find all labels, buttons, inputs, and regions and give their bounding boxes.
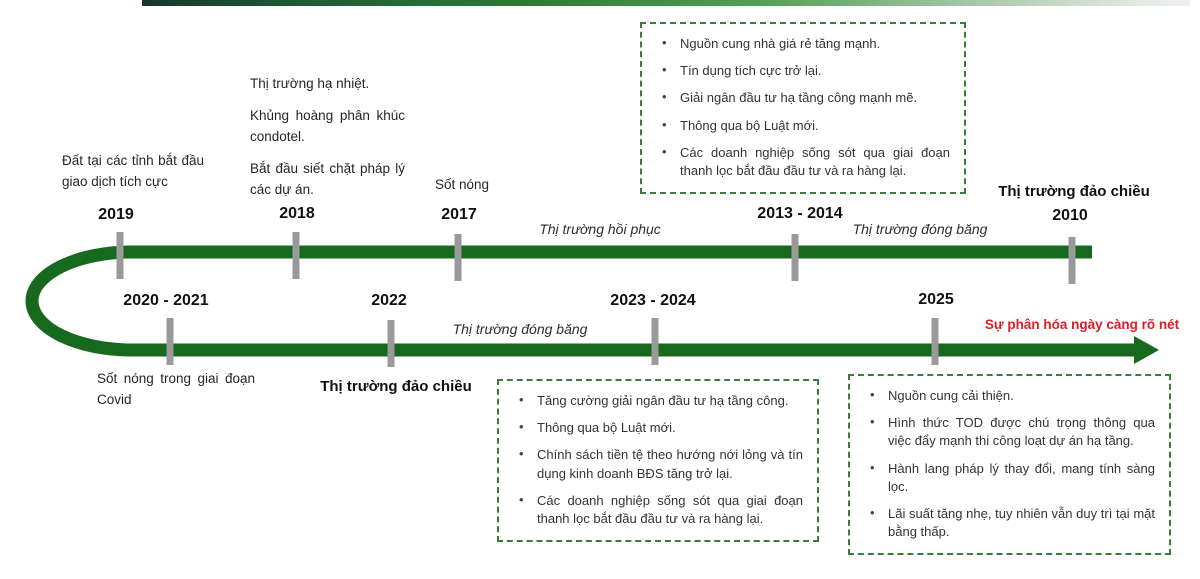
year-label-2022: 2022 <box>371 292 407 309</box>
note-2018-line1: Thị trường hạ nhiệt. <box>250 76 370 91</box>
year-label-2013-2014: 2013 - 2014 <box>757 205 843 222</box>
bullet-list-2013-2014: Nguồn cung nhà giá rẻ tăng mạnh. Tín dụn… <box>656 34 950 180</box>
list-item: Hành lang pháp lý thay đổi, mang tính sà… <box>864 459 1155 496</box>
tick-2025 <box>931 318 939 365</box>
timeline-path <box>25 245 1138 357</box>
list-item: Tăng cường giải ngân đầu tư hạ tầng công… <box>513 391 803 410</box>
year-label-2017: 2017 <box>441 206 477 223</box>
phase-label-frozen-top: Thị trường đóng băng <box>852 221 988 237</box>
year-label-2023-2024: 2023 - 2024 <box>610 292 696 309</box>
note-2010-reversal: Thị trường đảo chiều <box>998 183 1150 200</box>
list-item: Chính sách tiền tệ theo hướng nới lỏng v… <box>513 445 803 482</box>
bullet-list-2025: Nguồn cung cải thiện. Hình thức TOD được… <box>864 386 1155 541</box>
list-item: Các doanh nghiệp sống sót qua giai đoạn … <box>513 491 803 528</box>
tick-2018 <box>292 232 300 279</box>
tick-2022 <box>387 320 395 367</box>
year-label-2025: 2025 <box>918 291 954 308</box>
list-item: Hình thức TOD được chú trọng thông qua v… <box>864 413 1155 450</box>
list-item: Thông qua bộ Luật mới. <box>513 418 803 437</box>
note-2017: Sốt nóng <box>435 177 490 192</box>
timeline-arrowhead-icon <box>1134 336 1159 364</box>
tick-2020-2021 <box>166 318 174 365</box>
note-2022-reversal: Thị trường đảo chiều <box>320 378 472 395</box>
list-item: Thông qua bộ Luật mới. <box>656 116 950 135</box>
list-item: Nguồn cung cải thiện. <box>864 386 1155 405</box>
note-2018-line2: Khủng hoàng phân khúc condotel. <box>250 107 405 144</box>
bullet-box-2013-2014: Nguồn cung nhà giá rẻ tăng mạnh. Tín dụn… <box>640 22 966 195</box>
phase-label-recovery: Thị trường hồi phục <box>539 221 661 237</box>
bullet-box-2025: Nguồn cung cải thiện. Hình thức TOD được… <box>848 374 1171 556</box>
note-2020-2021-covid: Sốt nóng trong giai đoạn Covid <box>97 371 255 407</box>
tick-2019 <box>116 232 124 279</box>
list-item: Giải ngân đầu tư hạ tầng công mạnh mẽ. <box>656 88 950 107</box>
note-2019: Đất tại các tỉnh bắt đầu giao dịch tích … <box>62 153 204 189</box>
note-2025-divergence: Sự phân hóa ngày càng rõ nét <box>984 317 1180 332</box>
year-label-2019: 2019 <box>98 206 134 223</box>
top-accent-bar <box>142 0 1190 6</box>
year-label-2010: 2010 <box>1052 207 1088 224</box>
note-2018-line3: Bắt đầu siết chặt pháp lý các dự án. <box>250 160 405 197</box>
list-item: Các doanh nghiệp sống sót qua giai đoạn … <box>656 143 950 180</box>
year-label-2018: 2018 <box>279 205 315 222</box>
tick-2010 <box>1068 237 1076 284</box>
list-item: Tín dụng tích cực trở lại. <box>656 61 950 80</box>
tick-2023-2024 <box>651 318 659 365</box>
year-label-2020-2021: 2020 - 2021 <box>123 292 209 309</box>
tick-2017 <box>454 234 462 281</box>
note-2018: Thị trường hạ nhiệt. Khủng hoàng phân kh… <box>250 74 405 212</box>
bullet-box-2023-2024: Tăng cường giải ngân đầu tư hạ tầng công… <box>497 379 819 543</box>
tick-2013-2014 <box>791 234 799 281</box>
phase-label-frozen-bottom: Thị trường đóng băng <box>452 321 588 337</box>
list-item: Lãi suất tăng nhẹ, tuy nhiên vẫn duy trì… <box>864 504 1155 541</box>
list-item: Nguồn cung nhà giá rẻ tăng mạnh. <box>656 34 950 53</box>
bullet-list-2023-2024: Tăng cường giải ngân đầu tư hạ tầng công… <box>513 391 803 528</box>
